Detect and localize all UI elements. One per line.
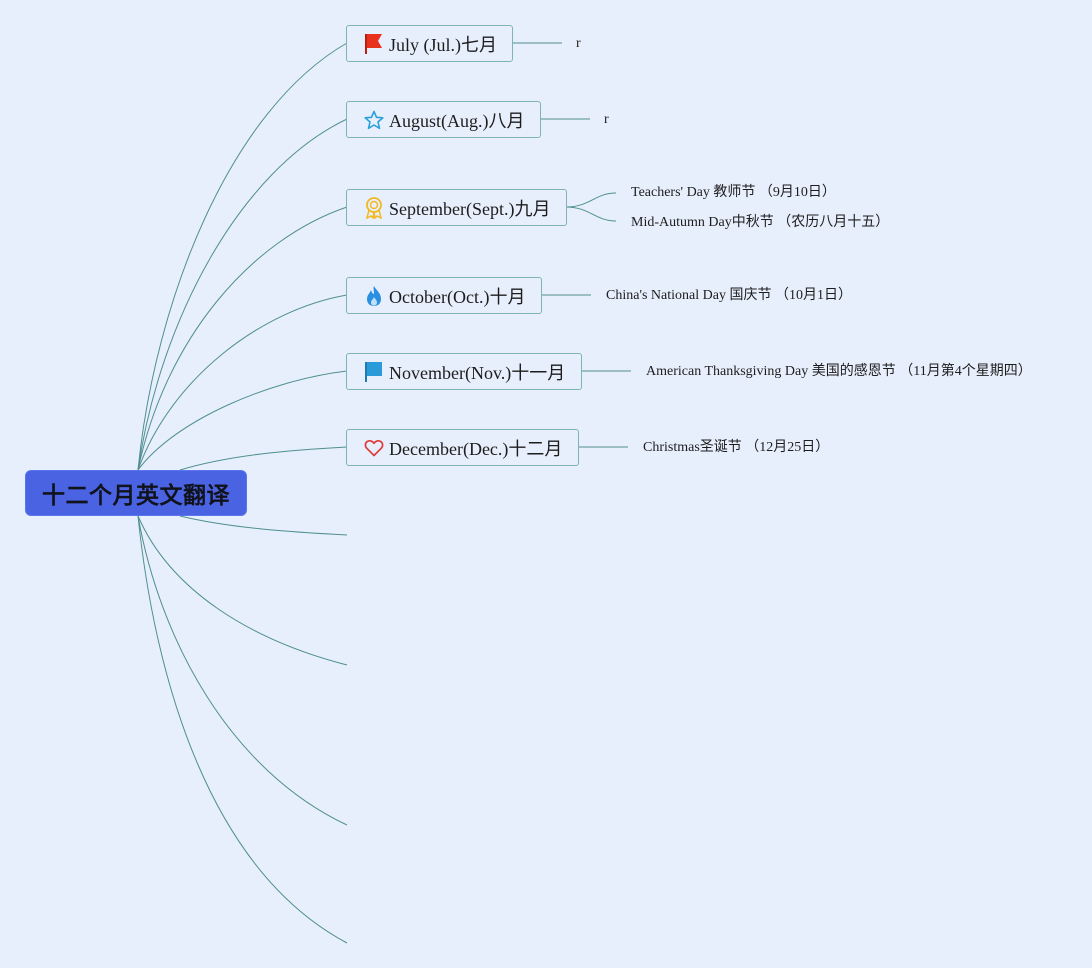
blue-flag-icon xyxy=(364,361,384,383)
topic-august[interactable]: August(Aug.)八月 xyxy=(346,101,541,138)
branch-line-august xyxy=(137,118,348,471)
central-topic[interactable]: 十二个月英文翻译 xyxy=(25,470,247,516)
branch-line-empty-1 xyxy=(179,515,348,536)
subtopic-october-1[interactable]: China's National Day 国庆节 （10月1日） xyxy=(606,288,852,303)
topic-october[interactable]: October(Oct.)十月 xyxy=(346,277,542,314)
branch-line-december xyxy=(179,446,348,471)
branch-line-july xyxy=(137,42,348,471)
branch-line-october xyxy=(137,294,348,471)
topic-december-label: December(Dec.)十二月 xyxy=(389,438,563,459)
flame-icon xyxy=(364,285,384,307)
subtopic-september-2[interactable]: Mid-Autumn Day中秋节 （农历八月十五） xyxy=(631,215,890,230)
award-ribbon-icon xyxy=(364,196,384,219)
subtopic-july-1[interactable]: r xyxy=(576,36,581,51)
red-flag-icon xyxy=(364,33,384,55)
subtopic-september-1[interactable]: Teachers' Day 教师节 （9月10日） xyxy=(631,185,836,200)
subtopic-november-1[interactable]: American Thanksgiving Day 美国的感恩节 （11月第4个… xyxy=(646,364,1032,379)
heart-outline-icon xyxy=(364,437,384,459)
central-topic-label: 十二个月英文翻译 xyxy=(42,483,230,509)
topic-december[interactable]: December(Dec.)十二月 xyxy=(346,429,579,466)
topic-august-label: August(Aug.)八月 xyxy=(389,110,525,131)
topic-july-label: July (Jul.)七月 xyxy=(389,34,497,55)
branch-line-empty-3 xyxy=(137,515,348,826)
topic-november[interactable]: November(Nov.)十一月 xyxy=(346,353,582,390)
subtopic-december-1[interactable]: Christmas圣诞节 （12月25日） xyxy=(643,440,830,455)
topic-october-label: October(Oct.)十月 xyxy=(389,286,526,307)
topic-july[interactable]: July (Jul.)七月 xyxy=(346,25,513,62)
topic-september-label: September(Sept.)九月 xyxy=(389,198,551,219)
topic-november-label: November(Nov.)十一月 xyxy=(389,362,566,383)
leaf-line-september-1 xyxy=(565,192,617,208)
branch-line-september xyxy=(137,206,348,471)
topic-september[interactable]: September(Sept.)九月 xyxy=(346,189,567,226)
branch-line-november xyxy=(137,370,348,471)
branch-line-empty-2 xyxy=(137,515,348,666)
subtopic-august-1[interactable]: r xyxy=(604,112,609,127)
branch-line-empty-4 xyxy=(137,515,348,944)
star-outline-icon xyxy=(364,109,384,131)
leaf-line-september-2 xyxy=(565,206,617,222)
